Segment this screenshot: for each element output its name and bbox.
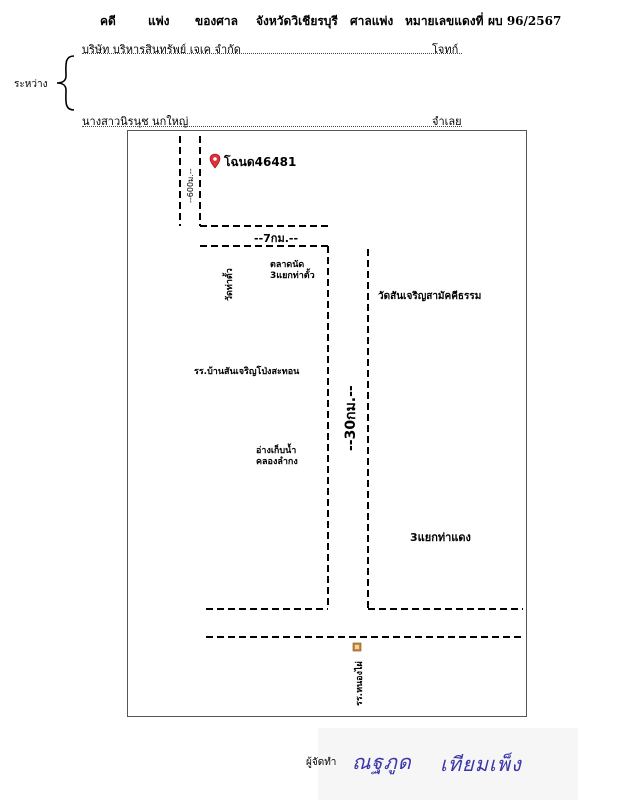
curly-brace — [56, 55, 75, 111]
plaintiff-name: บริษัท บริหารสินทรัพย์ เจเค จำกัด — [82, 43, 241, 56]
defendant-dotline — [82, 126, 462, 127]
school-sancharoen: รร.บ้านสันเจริญโป่งสะทอน — [194, 367, 300, 377]
plaintiff-role: โจทก์ — [432, 43, 459, 56]
distance-600m: --600ม.-- — [186, 168, 195, 203]
wat-thatuang: วัดท่าตั้ว — [225, 268, 235, 301]
signature-area — [318, 728, 578, 800]
reservoir-line1: อ่างเก็บน้ำ — [256, 446, 297, 456]
defendant-role: จำเลย — [432, 115, 462, 128]
mapper-label: ผู้จัดทำ — [306, 757, 337, 768]
map-pin-icon — [209, 153, 221, 169]
distance-30km: --30กม.-- — [343, 385, 359, 451]
school-nongphai: รร.หนองไผ่ — [355, 661, 365, 706]
deed-label: โฉนด46481 — [224, 155, 297, 169]
road-lines — [179, 136, 523, 638]
plaintiff-dotline — [82, 53, 462, 54]
case-type: แพ่ง — [148, 14, 170, 28]
wat-sancharoen: วัดสันเจริญสามัคคีธรรม — [378, 291, 482, 302]
defendant-name: นางสาวนิรนุช นกใหญ่ — [82, 115, 189, 128]
location-map: โฉนด46481 --600ม.-- --7กม.-- วัดท่าตั้ว … — [127, 130, 527, 717]
court-name: จังหวัดวิเชียรบุรี — [256, 14, 338, 28]
signature-last: เทียมเพ็ง — [440, 752, 522, 776]
between-label: ระหว่าง — [14, 79, 48, 90]
school-icon — [352, 642, 362, 652]
distance-7km: --7กม.-- — [254, 232, 299, 245]
red-number-label: หมายเลขแดงที่ — [405, 14, 484, 28]
junction-label: 3แยกท่าแดง — [410, 531, 471, 544]
reservoir-line2: คลองลำกง — [256, 457, 298, 467]
market-line2: 3แยกท่าตั้ว — [270, 271, 315, 281]
red-number: ผบ 96/2567 — [488, 14, 562, 28]
market-line1: ตลาดนัด — [270, 260, 305, 270]
case-label: คดี — [100, 14, 116, 28]
court-type: ศาลแพ่ง — [350, 14, 394, 28]
court-of-label: ของศาล — [195, 14, 238, 28]
signature-first: ณฐภูด — [352, 750, 412, 774]
